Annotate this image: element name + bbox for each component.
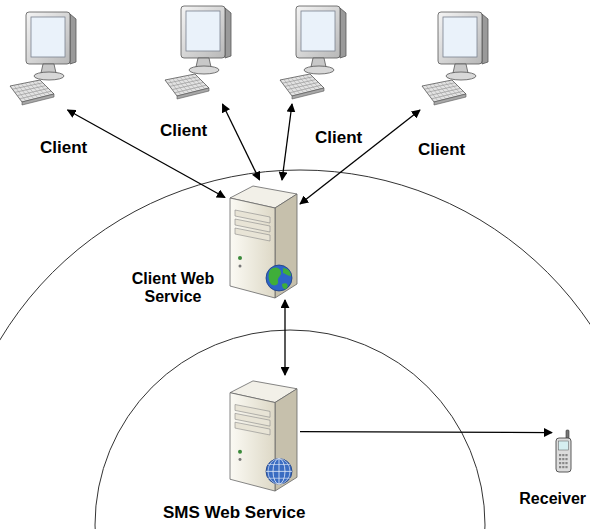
client-computer: Client: [278, 4, 348, 104]
label-box: Receiver: [519, 490, 586, 508]
connector-arrow: [300, 431, 552, 433]
server-node: Client Web Service: [225, 180, 300, 300]
client-computer: Client: [420, 10, 490, 110]
client-computer: Client: [163, 4, 233, 104]
label-box: Client: [315, 128, 362, 148]
node-label: Client: [40, 138, 87, 158]
server-node: SMS Web Service: [225, 375, 300, 493]
client-icon: [422, 12, 488, 105]
connector-arrow: [68, 110, 226, 198]
label-box: Client: [418, 140, 465, 160]
globe-symbol: [266, 265, 292, 291]
inner-region: [95, 330, 485, 529]
connector-arrow: [300, 110, 420, 204]
globe-symbol: [266, 459, 292, 485]
label-box: SMS Web Service: [163, 503, 305, 523]
icon: [225, 180, 300, 300]
connector-arrow: [284, 300, 285, 375]
node-label: Client: [315, 128, 362, 148]
icon: [8, 10, 78, 110]
icon: [552, 428, 576, 474]
server-blue-icon: [230, 381, 297, 491]
icon: [225, 375, 300, 493]
label-box: Client Web Service: [123, 270, 223, 307]
node-label: Client Web Service: [123, 270, 223, 307]
client-icon: [280, 6, 346, 99]
client-icon: [10, 12, 76, 105]
node-label: Receiver: [519, 490, 586, 508]
icon: [278, 4, 348, 104]
label-box: Client: [160, 121, 207, 141]
client-computer: Client: [8, 10, 78, 110]
label-box: Client: [40, 138, 87, 158]
phone-icon: [556, 430, 571, 472]
server-green-icon: [230, 186, 297, 298]
icon: [420, 10, 490, 110]
client-icon: [165, 6, 231, 99]
node-label: Client: [160, 121, 207, 141]
connector-arrow: [223, 104, 260, 180]
node-label: Client: [418, 140, 465, 160]
connector-arrow: [282, 104, 292, 180]
receiver-phone: Receiver: [552, 428, 576, 474]
outer-region: [0, 170, 590, 529]
node-label: SMS Web Service: [163, 503, 305, 523]
icon: [163, 4, 233, 104]
